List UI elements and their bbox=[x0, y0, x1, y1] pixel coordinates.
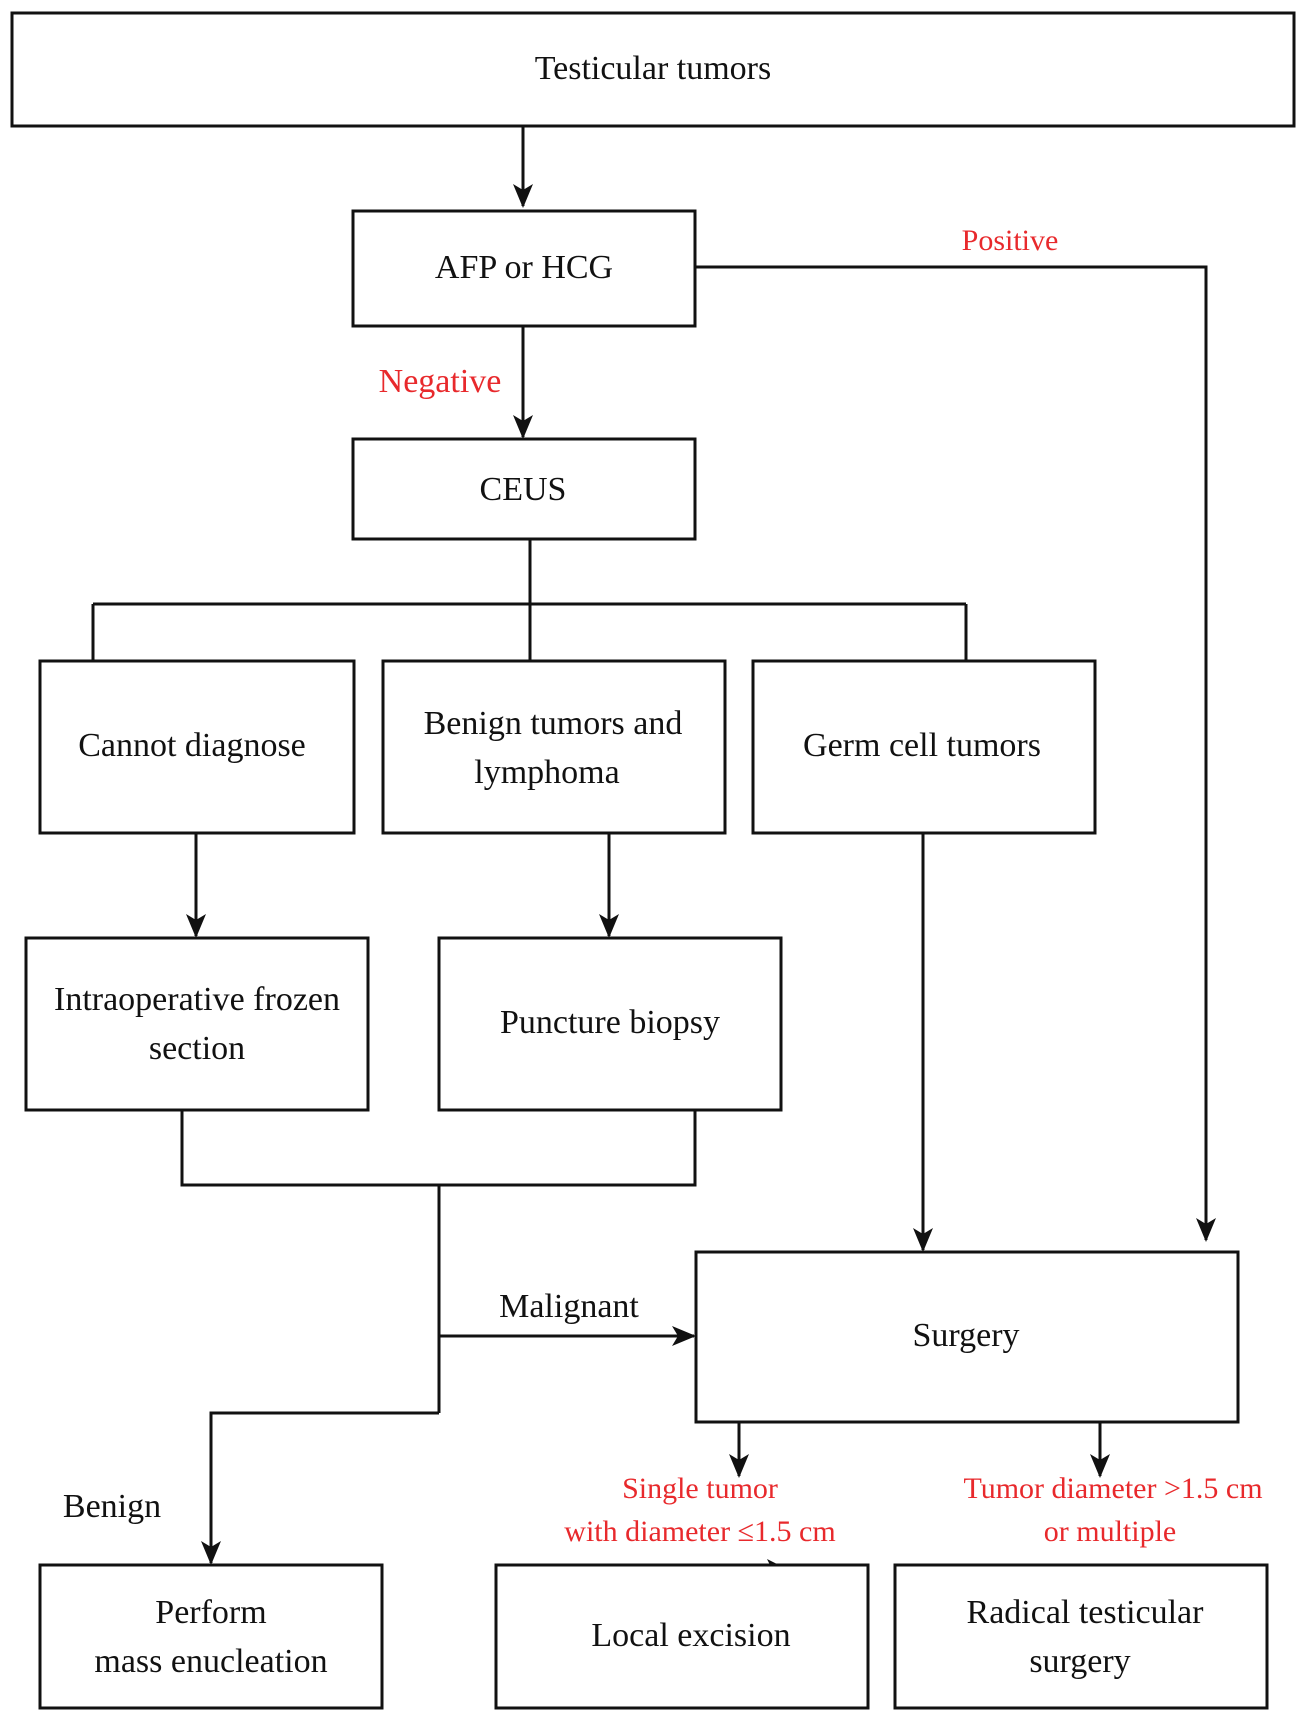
node-radical-surgery-line2: surgery bbox=[1029, 1643, 1130, 1680]
edge-benign-to-enucleation bbox=[201, 1411, 439, 1565]
node-radical-surgery: Radical testicular surgery bbox=[893, 1563, 1269, 1710]
label-large-tumor-line2: or multiple bbox=[1044, 1515, 1176, 1548]
node-testicular-tumors: Testicular tumors bbox=[10, 11, 1296, 128]
node-ceus: CEUS bbox=[351, 437, 697, 541]
node-cannot-diagnose-label: Cannot diagnose bbox=[78, 727, 306, 764]
node-radical-surgery-line1: Radical testicular bbox=[967, 1594, 1205, 1631]
label-large-tumor-line1: Tumor diameter >1.5 cm bbox=[963, 1472, 1262, 1505]
node-benign-lymphoma: Benign tumors and lymphoma bbox=[381, 659, 727, 835]
label-positive: Positive bbox=[962, 224, 1059, 257]
edge-merge-frozen-biopsy bbox=[180, 1110, 697, 1187]
node-puncture-biopsy-label: Puncture biopsy bbox=[500, 1004, 720, 1041]
node-testicular-tumors-label: Testicular tumors bbox=[535, 50, 772, 87]
node-afp-hcg-label: AFP or HCG bbox=[435, 249, 613, 286]
label-single-tumor-line1: Single tumor bbox=[622, 1472, 778, 1505]
node-cannot-diagnose: Cannot diagnose bbox=[38, 659, 356, 835]
node-afp-hcg: AFP or HCG bbox=[351, 209, 697, 328]
node-benign-lymphoma-line2: lymphoma bbox=[474, 754, 619, 791]
node-ceus-label: CEUS bbox=[480, 471, 567, 508]
node-enucleation-line1: Perform bbox=[155, 1594, 266, 1631]
node-enucleation: Perform mass enucleation bbox=[38, 1563, 384, 1710]
node-local-excision: Local excision bbox=[494, 1563, 870, 1710]
node-frozen-section-line2: section bbox=[149, 1030, 245, 1067]
edge-afp-to-surgery-positive bbox=[695, 265, 1216, 1242]
edge-ceus-branch bbox=[91, 539, 968, 661]
label-benign: Benign bbox=[63, 1488, 161, 1525]
node-surgery-label: Surgery bbox=[912, 1317, 1019, 1354]
label-malignant: Malignant bbox=[499, 1288, 639, 1325]
node-enucleation-line2: mass enucleation bbox=[94, 1643, 327, 1680]
node-benign-lymphoma-line1: Benign tumors and bbox=[424, 705, 683, 742]
node-local-excision-label: Local excision bbox=[591, 1617, 790, 1654]
node-frozen-section: Intraoperative frozen section bbox=[24, 936, 370, 1112]
label-negative: Negative bbox=[379, 363, 502, 400]
node-puncture-biopsy: Puncture biopsy bbox=[437, 936, 783, 1112]
node-germ-cell-label: Germ cell tumors bbox=[803, 727, 1041, 764]
node-surgery: Surgery bbox=[694, 1250, 1240, 1424]
label-single-tumor-line2: with diameter ≤1.5 cm bbox=[564, 1515, 835, 1548]
node-germ-cell: Germ cell tumors bbox=[751, 659, 1097, 835]
node-frozen-section-line1: Intraoperative frozen bbox=[54, 981, 340, 1018]
